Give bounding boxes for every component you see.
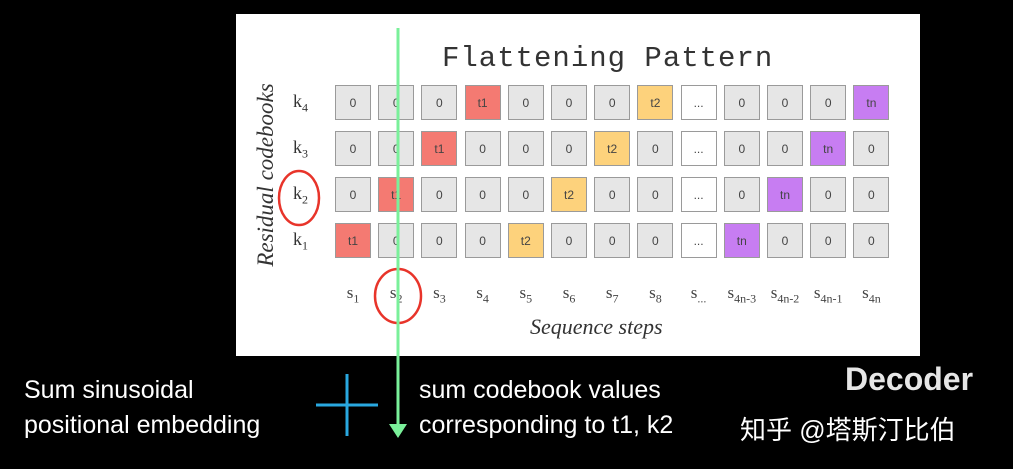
grid-cell: tn [853, 85, 890, 120]
grid-cell: t2 [551, 177, 587, 212]
column-label: s3 [433, 283, 446, 306]
grid-cell: 0 [551, 85, 587, 120]
grid-cell: ... [680, 131, 717, 166]
grid-cell: tn [767, 177, 803, 212]
grid-cell: 0 [810, 223, 847, 258]
column-label: s4n-2 [770, 283, 800, 306]
grid-cell: 0 [464, 131, 501, 166]
row-label: k4 [293, 91, 308, 115]
grid-cell: 0 [767, 223, 803, 258]
grid-cell: 0 [507, 131, 544, 166]
grid-cell: 0 [810, 177, 847, 212]
grid-cell: 0 [637, 131, 674, 166]
grid-cell: t1 [335, 223, 371, 258]
grid-cell: t2 [507, 223, 544, 258]
watermark: 知乎 @塔斯汀比伯 [740, 415, 956, 445]
plus-icon [316, 374, 378, 436]
grid-cell: 0 [723, 131, 760, 166]
grid-cell: t2 [594, 131, 631, 166]
right-text-line1: sum codebook values [419, 376, 661, 404]
grid-cell: 0 [378, 223, 415, 258]
grid-cell: 0 [464, 177, 501, 212]
grid-cell: tn [810, 131, 847, 166]
row-label: k2 [293, 183, 308, 207]
grid-cell: 0 [464, 223, 501, 258]
y-axis-label: Residual codebooks [253, 83, 278, 267]
column-label: s4n [862, 283, 881, 306]
column-label: s... [690, 283, 707, 306]
column-label: s6 [562, 283, 576, 306]
grid-cell: t1 [421, 131, 458, 166]
grid-cell: 0 [637, 223, 674, 258]
column-label: s5 [519, 283, 533, 306]
grid-cell: tn [723, 223, 760, 258]
grid-cell: 0 [335, 85, 371, 120]
grid-cell: 0 [723, 177, 760, 212]
grid-cell: ... [680, 85, 717, 120]
grid-cell: 0 [637, 177, 674, 212]
grid-cell: t1 [378, 177, 415, 212]
grid-cell: ... [680, 177, 717, 212]
row-label: k1 [293, 229, 308, 253]
column-label: s4 [476, 283, 489, 306]
column-label: s8 [649, 283, 662, 306]
diagram-title: Flattening Pattern [442, 42, 774, 75]
grid-cell: 0 [723, 85, 760, 120]
column-label: s2 [389, 283, 403, 306]
grid-cell: 0 [421, 223, 458, 258]
grid-cell: 0 [767, 85, 803, 120]
column-label: s4n-3 [727, 283, 757, 306]
left-text-line1: Sum sinusoidal [24, 376, 194, 404]
grid-cell: 0 [421, 85, 458, 120]
grid-cell: 0 [335, 131, 371, 166]
grid-cell: 0 [594, 223, 631, 258]
x-axis-label: Sequence steps [530, 314, 663, 339]
decoder-label: Decoder [845, 361, 974, 397]
grid-cell: t2 [637, 85, 674, 120]
grid-cell: 0 [767, 131, 803, 166]
arrow-down-icon [389, 424, 407, 438]
right-text-line2: corresponding to t1, k2 [419, 411, 674, 439]
grid-cell: 0 [421, 177, 458, 212]
grid-cell: 0 [551, 223, 587, 258]
grid-cell: 0 [594, 85, 631, 120]
grid-cell: 0 [551, 131, 587, 166]
left-text-line2: positional embedding [24, 411, 261, 439]
grid-cell: 0 [853, 223, 890, 258]
column-label: s4n-1 [813, 283, 843, 306]
grid-cell: 0 [378, 131, 415, 166]
column-label: s1 [346, 283, 360, 306]
grid-cell: 0 [335, 177, 371, 212]
grid-cell: 0 [378, 85, 415, 120]
grid-cell: 0 [810, 85, 847, 120]
column-label: s7 [605, 283, 619, 306]
grid-cell: 0 [853, 177, 890, 212]
row-label: k3 [293, 137, 308, 161]
grid-cell: 0 [853, 131, 890, 166]
grid-cell: 0 [594, 177, 631, 212]
grid-cell: 0 [507, 177, 544, 212]
grid-cell: t1 [464, 85, 501, 120]
grid-cell: 0 [507, 85, 544, 120]
grid-cell: ... [680, 223, 717, 258]
